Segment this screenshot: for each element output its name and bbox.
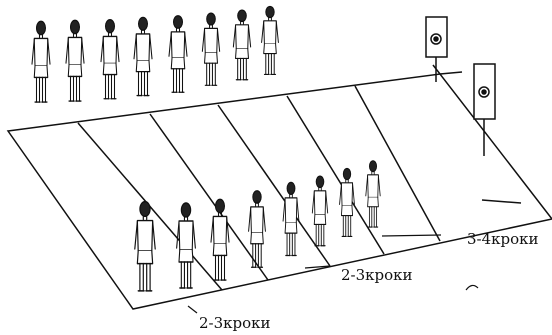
spacing-marks [187,234,479,314]
distance-label-middle: 2-3кроки [341,266,413,284]
back-row-children [31,5,279,103]
target-board-left [425,16,448,82]
distance-label-far: 3-4кроки [467,230,539,248]
field [6,64,552,310]
distance-label-near: 2-3кроки [199,314,271,332]
target-board-right [473,63,496,156]
